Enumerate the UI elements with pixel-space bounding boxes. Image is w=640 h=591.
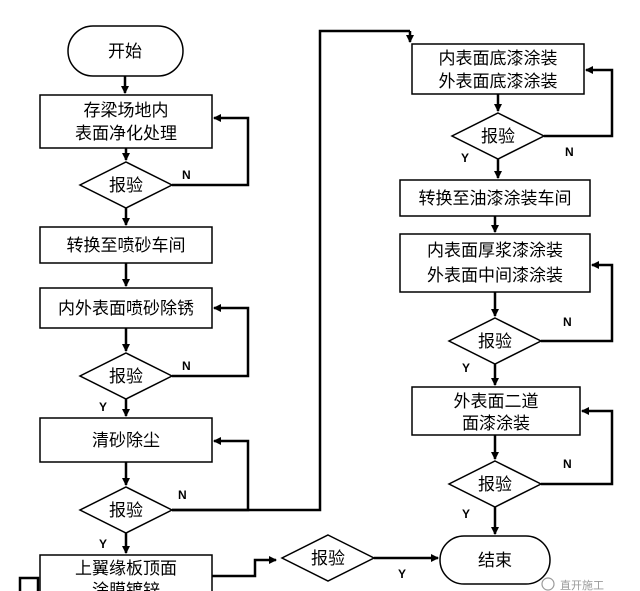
step-sandblast-derust: 内外表面喷砂除锈 <box>39 287 213 329</box>
step-clean-sand-dust-label: 清砂除尘 <box>92 431 160 451</box>
inspection-2-label: 报验 <box>109 367 143 387</box>
wechat-icon <box>541 577 555 591</box>
inspection-3-yes: Y <box>99 537 107 551</box>
step-primer-coating-line2: 外表面底漆涂装 <box>439 72 558 92</box>
inspection-3: 报验 <box>78 486 174 534</box>
step-sandblast-derust-label: 内外表面喷砂除锈 <box>58 299 194 319</box>
step-thick-coating-line2: 外表面中间漆涂装 <box>427 266 563 286</box>
inspection-4-label: 报验 <box>481 127 515 147</box>
watermark: 直开施工 <box>541 577 604 591</box>
end-node: 结束 <box>439 535 551 585</box>
step-flange-zinc-line2: 涂膜镀锌 <box>92 581 160 591</box>
step-to-sandblast-shop-label: 转换至喷砂车间 <box>67 236 186 256</box>
step-surface-cleaning-line1: 存梁场地内 <box>84 101 169 121</box>
step-primer-coating: 内表面底漆涂装 外表面底漆涂装 <box>411 43 585 95</box>
watermark-text: 直开施工 <box>560 578 604 591</box>
step-to-paint-shop-label: 转换至油漆涂装车间 <box>419 189 572 209</box>
start-label: 开始 <box>108 42 142 62</box>
inspection-4: 报验 <box>450 112 546 160</box>
step-topcoat: 外表面二道 面漆涂装 <box>411 386 581 436</box>
end-label: 结束 <box>478 551 512 571</box>
inspection-2: 报验 <box>78 352 174 400</box>
inspection-6-label: 报验 <box>311 549 345 569</box>
inspection-6: 报验 <box>280 534 376 582</box>
inspection-4-no: N <box>565 145 574 159</box>
step-flange-zinc-coating: 上翼缘板顶面 涂膜镀锌 <box>39 554 213 591</box>
inspection-5-no: N <box>563 315 572 329</box>
step-primer-coating-line1: 内表面底漆涂装 <box>439 49 558 69</box>
inspection-5: 报验 <box>447 317 543 365</box>
step-thick-coating-line1: 内表面厚浆漆涂装 <box>427 241 563 261</box>
inspection-2-yes: Y <box>99 400 107 414</box>
step-topcoat-line1: 外表面二道 <box>454 392 539 412</box>
step-thick-intermediate-coating: 内表面厚浆漆涂装 外表面中间漆涂装 <box>399 233 591 293</box>
step-surface-cleaning-line2: 表面净化处理 <box>75 124 177 144</box>
inspection-1-no: N <box>182 168 191 182</box>
step-surface-cleaning: 存梁场地内 表面净化处理 <box>39 94 213 149</box>
inspection-1-label: 报验 <box>109 176 143 196</box>
inspection-5-label: 报验 <box>478 332 512 352</box>
inspection-3-no: N <box>178 488 187 502</box>
inspection-7-no: N <box>563 457 572 471</box>
inspection-4-yes: Y <box>461 151 469 165</box>
start-node: 开始 <box>67 25 184 77</box>
step-to-paint-shop: 转换至油漆涂装车间 <box>399 179 591 217</box>
inspection-7: 报验 <box>447 460 543 508</box>
inspection-5-yes: Y <box>462 361 470 375</box>
step-clean-sand-dust: 清砂除尘 <box>39 417 213 463</box>
inspection-6-yes: Y <box>398 567 406 581</box>
inspection-7-label: 报验 <box>478 475 512 495</box>
step-topcoat-line2: 面漆涂装 <box>462 414 530 434</box>
inspection-7-yes: Y <box>462 507 470 521</box>
connector-to-right-column <box>172 29 410 512</box>
inspection-1: 报验 <box>78 161 174 209</box>
inspection-3-label: 报验 <box>109 501 143 521</box>
step-to-sandblast-shop: 转换至喷砂车间 <box>39 226 213 264</box>
inspection-2-no: N <box>182 359 191 373</box>
step-flange-zinc-line1: 上翼缘板顶面 <box>75 559 177 579</box>
